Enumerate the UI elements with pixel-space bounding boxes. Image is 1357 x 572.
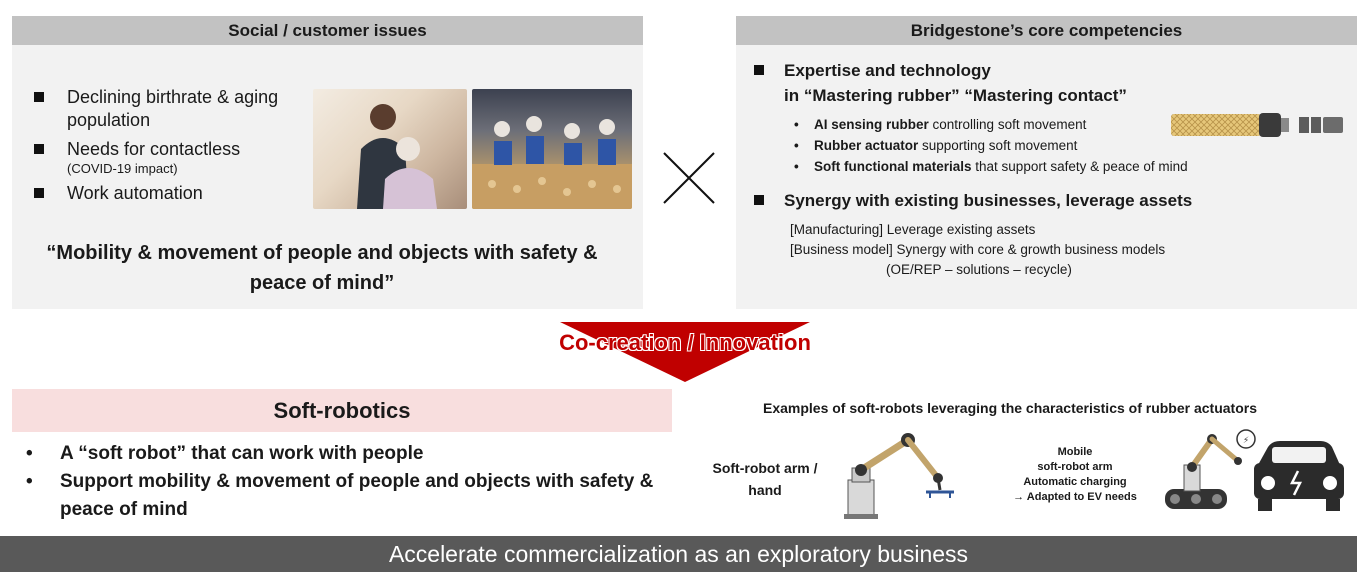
soft-robotics-point: Support mobility & movement of people an… [60, 471, 654, 520]
list-item: Work automation [34, 182, 314, 205]
mobility-quote: “Mobility & movement of people and objec… [46, 242, 598, 294]
tech-name: AI sensing rubber [814, 117, 929, 132]
robot-arm-label-line: Soft-robot arm / [712, 460, 818, 476]
mobile-robot-ev-icon: ⚡ [1165, 429, 1344, 511]
bullet-dot-icon: • [794, 159, 799, 174]
bullet-dot-icon: • [794, 117, 799, 132]
list-item: Declining birthrate & aging population [34, 86, 314, 132]
soft-robotics-point: A “soft robot” that can work with people [60, 443, 424, 464]
list-item: • Support mobility & movement of people … [26, 468, 666, 524]
competency-item: Synergy with existing businesses, levera… [754, 188, 1192, 213]
soft-robotics-title: Soft-robotics [12, 389, 672, 432]
square-bullet-icon [34, 188, 44, 198]
core-competencies-panel: Bridgestone’s core competencies Expertis… [736, 16, 1357, 309]
multiply-cross-icon [663, 152, 715, 204]
list-item: • A “soft robot” that can work with peop… [26, 440, 666, 468]
co-creation-label: Co-creation / Innovation [559, 330, 811, 355]
issue-label: Work automation [67, 183, 203, 203]
bullet-dot-icon: • [26, 471, 33, 492]
down-arrow-icon [560, 322, 810, 382]
rubber-actuator-icon [1171, 113, 1343, 137]
issue-sublabel: (COVID-19 impact) [67, 161, 178, 176]
core-competencies-title: Bridgestone’s core competencies [736, 16, 1357, 45]
square-bullet-icon [34, 144, 44, 154]
social-issues-panel: Social / customer issues Declining birth… [12, 16, 643, 309]
mobile-robot-label-line: soft-robot arm [1037, 461, 1113, 473]
social-issues-title: Social / customer issues [12, 16, 643, 45]
mobile-robot-label-line: Automatic charging [1023, 476, 1127, 488]
tech-description: that support safety & peace of mind [971, 159, 1188, 174]
competency-item: Expertise and technology in “Mastering r… [754, 58, 1127, 108]
robot-arm-label: Soft-robot arm / hand [695, 457, 835, 501]
technology-list: • AI sensing rubber controlling soft mov… [794, 114, 1188, 177]
competency-heading: Expertise and technology [784, 61, 991, 80]
issue-label: Declining birthrate & aging population [67, 87, 279, 130]
tech-description: supporting soft movement [918, 138, 1078, 153]
robot-arm-label-line: hand [748, 482, 782, 498]
square-bullet-icon [34, 92, 44, 102]
list-item: • AI sensing rubber controlling soft mov… [794, 114, 1188, 135]
list-item: Needs for contactless (COVID-19 impact) [34, 138, 314, 176]
tech-name: Rubber actuator [814, 138, 919, 153]
issue-label: Needs for contactless [67, 139, 241, 159]
competency-heading-line2: in “Mastering rubber” “Mastering contact… [784, 86, 1127, 105]
caregiver-photo [313, 89, 467, 209]
soft-robotics-list: • A “soft robot” that can work with peop… [26, 440, 666, 524]
list-item: • Soft functional materials that support… [794, 156, 1188, 177]
social-issues-list: Declining birthrate & aging population N… [34, 86, 314, 211]
tech-description: controlling soft movement [928, 117, 1087, 132]
tech-name: Soft functional materials [814, 159, 972, 174]
svg-text:⚡: ⚡ [1243, 436, 1249, 446]
manufacturing-text: [Manufacturing] Leverage existing assets [790, 222, 1036, 237]
factory-photo [472, 89, 632, 209]
list-item: • Rubber actuator supporting soft moveme… [794, 135, 1188, 156]
square-bullet-icon [754, 195, 764, 205]
robot-arm-icon [844, 433, 954, 519]
bullet-dot-icon: • [26, 443, 33, 464]
bullet-dot-icon: • [794, 138, 799, 153]
footer-banner: Accelerate commercialization as an explo… [0, 536, 1357, 572]
business-model-subtext: (OE/REP – solutions – recycle) [886, 262, 1072, 277]
competency-heading: Synergy with existing businesses, levera… [784, 191, 1193, 210]
business-model-text: [Business model] Synergy with core & gro… [790, 242, 1166, 257]
mobile-robot-label-line: Mobile [1057, 446, 1093, 458]
square-bullet-icon [754, 65, 764, 75]
mobile-robot-label-line: → Adapted to EV needs [1013, 491, 1137, 503]
examples-title: Examples of soft-robots leveraging the c… [762, 400, 1258, 416]
mobile-robot-label: Mobile soft-robot arm Automatic charging… [1005, 445, 1145, 505]
